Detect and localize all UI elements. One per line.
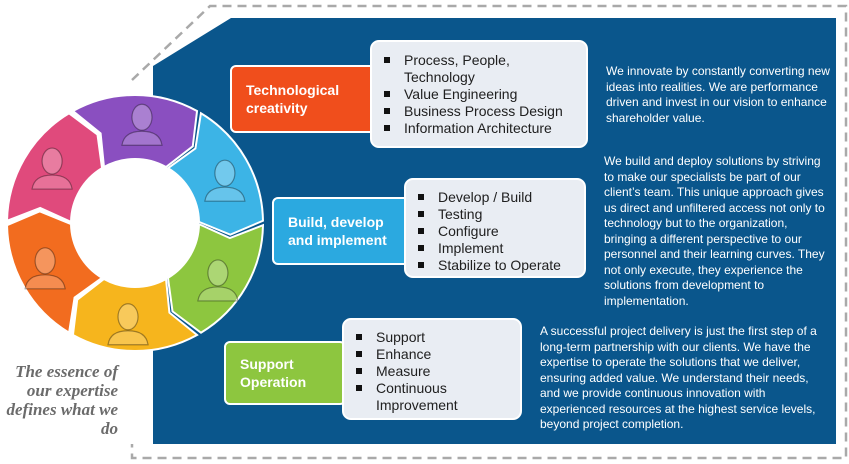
section-title-support-operation: Support Operation <box>224 341 346 405</box>
expertise-wheel <box>5 94 265 352</box>
person-icon <box>197 259 239 302</box>
person-icon <box>204 159 246 202</box>
section-list-build-develop-implement: Develop / Build Testing Configure Implem… <box>404 178 586 278</box>
section-title-build-develop-implement: Build, develop and implement <box>272 197 412 265</box>
list-item: Continuous Improvement <box>352 380 512 414</box>
list-item: Configure <box>414 223 576 240</box>
section-description-technological-creativity: We innovate by constantly converting new… <box>606 64 830 125</box>
list-item: Business Process Design <box>380 103 578 120</box>
person-icon <box>31 147 73 190</box>
list-item: Support <box>352 329 512 346</box>
list-item: Stabilize to Operate <box>414 257 576 274</box>
person-icon <box>24 247 66 290</box>
section-title-technological-creativity: Technological creativity <box>230 65 376 133</box>
list-item: Testing <box>414 206 576 223</box>
tagline: The essence of our expertise defines wha… <box>6 362 118 438</box>
section-list-technological-creativity: Process, People, Technology Value Engine… <box>370 40 588 148</box>
list-item: Implement <box>414 240 576 257</box>
section-list-support-operation: Support Enhance Measure Continuous Impro… <box>342 318 522 420</box>
list-item: Develop / Build <box>414 189 576 206</box>
section-description-support-operation: A successful project delivery is just th… <box>540 324 817 431</box>
list-item: Information Architecture <box>380 120 578 137</box>
section-description-build-develop-implement: We build and deploy solutions by strivin… <box>604 154 825 308</box>
list-item: Value Engineering <box>380 86 578 103</box>
person-icon <box>107 303 149 346</box>
person-icon <box>121 103 163 146</box>
list-item: Measure <box>352 363 512 380</box>
wheel-center <box>71 159 199 287</box>
list-item: Enhance <box>352 346 512 363</box>
list-item: Process, People, Technology <box>380 52 578 86</box>
